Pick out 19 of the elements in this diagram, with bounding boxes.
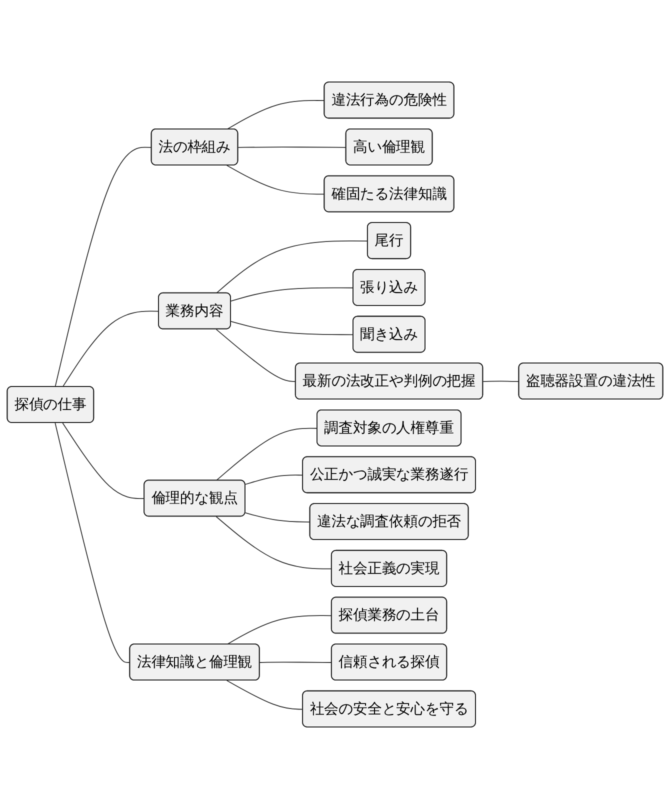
connector — [226, 100, 326, 130]
connector — [230, 287, 354, 302]
connector — [259, 662, 332, 663]
connector — [226, 680, 304, 710]
connector — [62, 422, 145, 500]
connector — [244, 512, 311, 522]
connector — [62, 310, 160, 388]
connector — [54, 146, 152, 388]
connector — [226, 615, 332, 645]
connector — [216, 516, 332, 570]
connector — [216, 428, 318, 482]
connector — [482, 380, 520, 382]
connector — [244, 474, 304, 485]
connector — [54, 422, 131, 663]
connector — [226, 164, 326, 195]
connector — [238, 146, 347, 148]
connector — [216, 240, 368, 294]
connector — [216, 328, 296, 382]
connector — [230, 321, 354, 336]
